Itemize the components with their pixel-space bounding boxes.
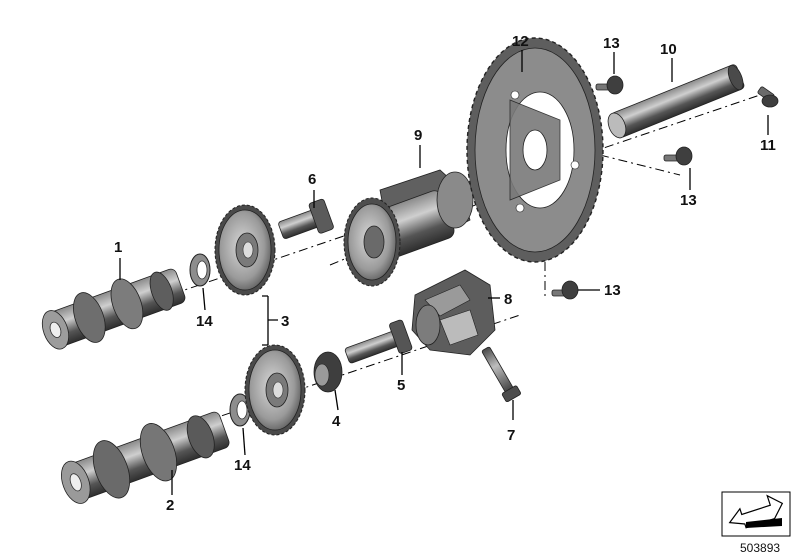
callout-4: 4 [332, 413, 341, 430]
callout-14-upper: 14 [196, 313, 213, 330]
callout-12: 12 [512, 33, 529, 50]
callout-8: 8 [504, 291, 512, 308]
camshaft-upper [41, 268, 186, 350]
washer-lower [229, 393, 251, 427]
callout-11: 11 [760, 137, 776, 154]
callout-labels: 1 2 3 4 5 6 7 8 9 10 11 12 13 13 13 14 1… [114, 33, 776, 514]
callout-3: 3 [281, 313, 289, 330]
callout-14-lower: 14 [234, 457, 251, 474]
screw-sprocket-top [595, 75, 624, 95]
leader-lines [119, 50, 769, 495]
callout-2: 2 [166, 497, 174, 514]
bolt-tensioner [481, 346, 521, 403]
tube [607, 64, 745, 139]
callout-6: 6 [308, 171, 316, 188]
cam-gear-lower [244, 344, 306, 436]
screw-sprocket-bottom [551, 280, 579, 300]
screw-tube-end [757, 86, 779, 108]
callout-7: 7 [507, 427, 515, 444]
screw-sprocket-middle [663, 146, 693, 166]
callout-9: 9 [414, 127, 422, 144]
bearing-pin [344, 319, 413, 364]
callout-13-middle: 13 [680, 192, 697, 209]
tensioner-block [411, 269, 496, 356]
cam-gear-upper [214, 204, 276, 296]
camshaft-lower [61, 411, 230, 504]
sprocket [466, 37, 604, 263]
idler-gear-hub [343, 169, 474, 287]
callout-5: 5 [397, 377, 405, 394]
orientation-box: 503893 [721, 491, 791, 555]
callout-1: 1 [114, 239, 122, 256]
document-number: 503893 [740, 541, 780, 555]
callout-10: 10 [660, 41, 677, 58]
callout-13-bottom: 13 [604, 282, 621, 299]
bushing [313, 351, 343, 393]
bolt-shaft-upper [278, 198, 334, 239]
callout-13-top: 13 [603, 35, 620, 52]
washer-upper [189, 253, 211, 287]
